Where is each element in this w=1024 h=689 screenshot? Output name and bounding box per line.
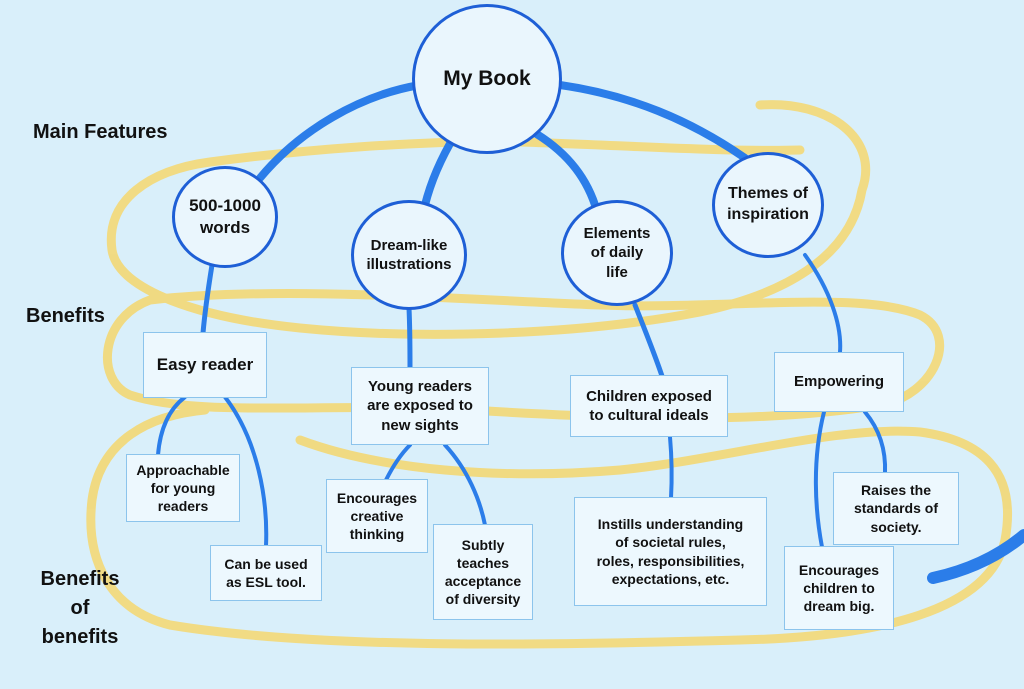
feature-node-inspiration[interactable]: Themes of inspiration bbox=[712, 152, 824, 258]
connector-easyreader-esl bbox=[223, 395, 269, 548]
label-benefits-of-benefits: Benefits of benefits bbox=[40, 568, 120, 648]
connector-youngreaders-creative bbox=[384, 443, 412, 482]
sub-benefit-standards[interactable]: Raises the standards of society. bbox=[833, 472, 959, 545]
connector-dailylife-cultural bbox=[632, 302, 665, 379]
connector-root-inspiration bbox=[556, 81, 749, 162]
feature-node-illustrations[interactable]: Dream-like illustrations bbox=[351, 200, 467, 310]
connector-root-words bbox=[256, 81, 424, 182]
sub-benefit-approachable[interactable]: Approachable for young readers bbox=[126, 454, 240, 522]
sub-benefit-dream-big[interactable]: Encourages children to dream big. bbox=[784, 546, 894, 630]
sub-benefit-societal[interactable]: Instills understanding of societal rules… bbox=[574, 497, 767, 606]
label-benefits: Benefits bbox=[26, 305, 105, 327]
connector-youngreaders-diversity bbox=[443, 443, 487, 527]
connector-illustrations-youngreaders bbox=[406, 305, 413, 371]
connector-easyreader-approachable bbox=[156, 395, 187, 457]
connector-empowering-standards bbox=[863, 410, 888, 475]
benefit-box-easy-reader[interactable]: Easy reader bbox=[143, 332, 267, 398]
connector-cultural-societal bbox=[668, 435, 674, 500]
benefit-box-empowering[interactable]: Empowering bbox=[774, 352, 904, 412]
root-node-my-book[interactable]: My Book bbox=[412, 4, 562, 154]
benefit-box-cultural[interactable]: Children exposed to cultural ideals bbox=[570, 375, 728, 437]
connector-words-easyreader bbox=[200, 262, 215, 336]
feature-node-words[interactable]: 500-1000 words bbox=[172, 166, 278, 268]
connector-inspiration-empowering bbox=[803, 253, 843, 354]
benefit-box-young-readers[interactable]: Young readers are exposed to new sights bbox=[351, 367, 489, 445]
stray-stroke bbox=[927, 529, 1024, 584]
sub-benefit-diversity[interactable]: Subtly teaches acceptance of diversity bbox=[433, 524, 533, 620]
label-main-features: Main Features bbox=[33, 121, 168, 143]
connector-empowering-dreambig bbox=[813, 410, 826, 549]
connector-root-dailylife bbox=[526, 126, 599, 209]
benefits-of-benefits-outline bbox=[86, 405, 1013, 649]
feature-node-daily-life[interactable]: Elements of daily life bbox=[561, 200, 673, 306]
sub-benefit-esl[interactable]: Can be used as ESL tool. bbox=[210, 545, 322, 601]
sub-benefit-creative[interactable]: Encourages creative thinking bbox=[326, 479, 428, 553]
